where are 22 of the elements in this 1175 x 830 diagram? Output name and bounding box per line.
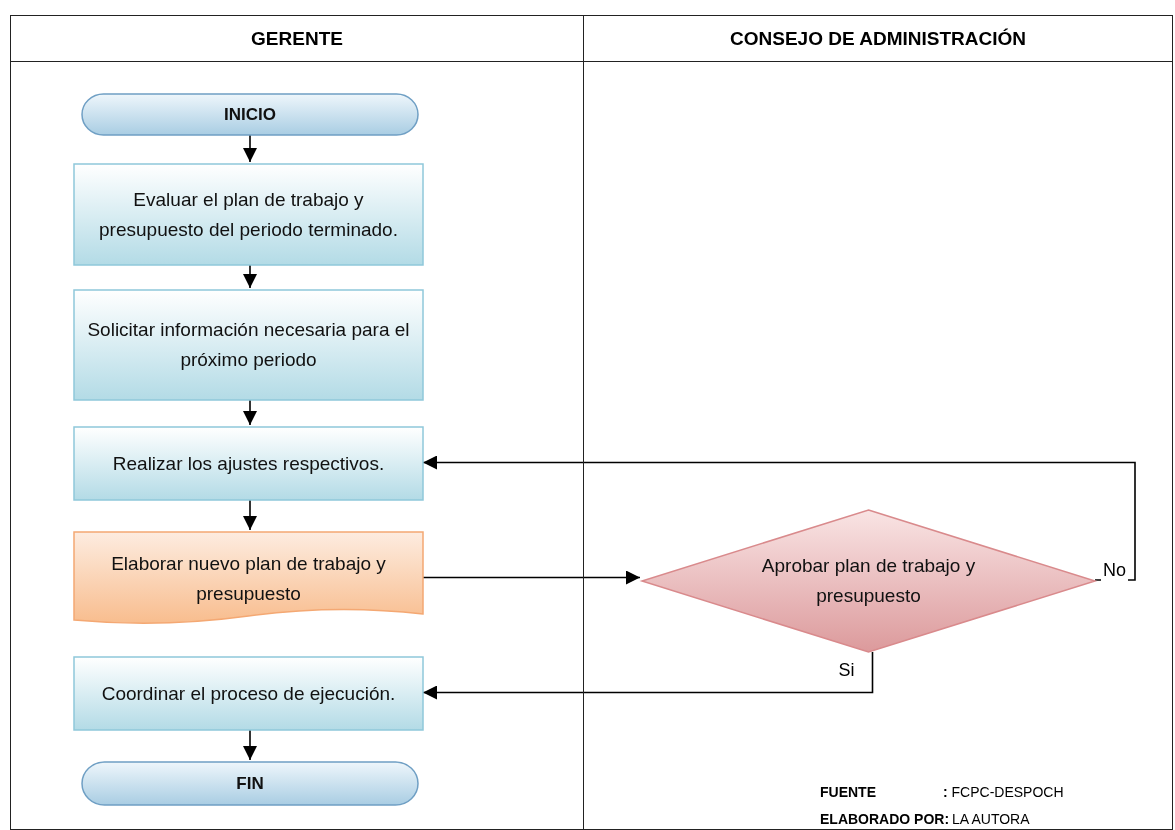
process-box: Evaluar el plan de trabajo y presupuesto del periodo terminado. (73, 163, 424, 266)
lane-header: CONSEJO DE ADMINISTRACIÓN (584, 16, 1172, 62)
arrow (243, 264, 257, 289)
footer-note: ELABORADO POR: (820, 811, 950, 827)
arrow (243, 134, 257, 163)
footer-note: : FCPC-DESPOCH (943, 784, 1064, 800)
decision-diamond: Aprobar plan de trabajo y presupuesto (641, 509, 1096, 653)
arrow (243, 499, 257, 531)
footer-note: LA AUTORA (952, 811, 1030, 827)
swimlane (10, 15, 584, 830)
process-box: Realizar los ajustes respectivos. (73, 426, 424, 501)
arrow (243, 729, 257, 761)
document-shape: Elaborar nuevo plan de trabajo y presupuesto (73, 531, 424, 626)
terminal-shape: INICIO (81, 93, 419, 136)
terminal-shape: FIN (81, 761, 419, 806)
arrow (243, 399, 257, 426)
process-box: Coordinar el proceso de ejecución. (73, 656, 424, 731)
process-box: Solicitar información necesaria para el próximo periodo (73, 289, 424, 401)
footer-note: FUENTE (820, 784, 876, 800)
lane-header: GERENTE (11, 16, 583, 62)
edge-label: No (1101, 560, 1128, 581)
swimlane (583, 15, 1173, 830)
